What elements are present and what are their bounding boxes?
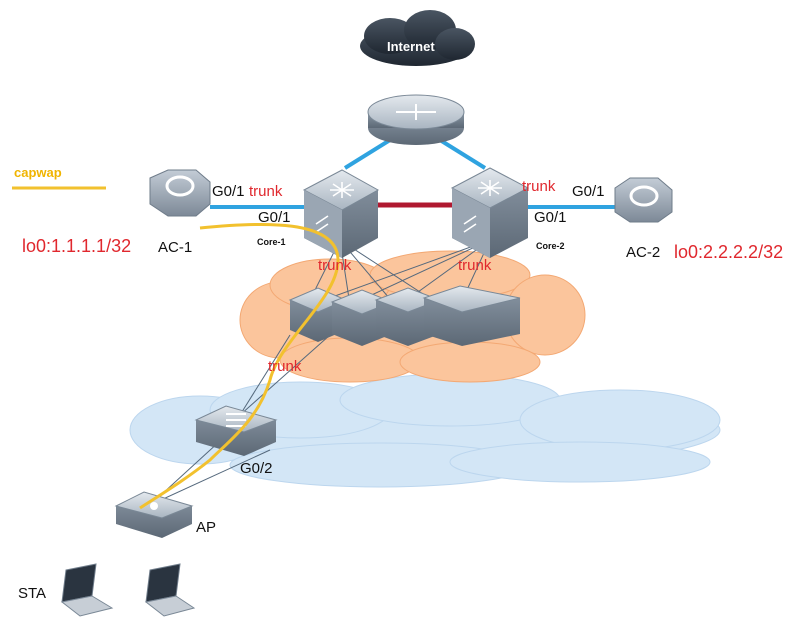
trunk-core1-down-label: trunk [318, 257, 352, 274]
ac2-port-label: G0/1 [572, 183, 605, 200]
ac1-label: AC-1 [158, 239, 193, 256]
trunk-agg-access-label: trunk [268, 358, 302, 375]
capwap-legend-label: capwap [14, 165, 62, 180]
core1-switch-icon [302, 169, 380, 258]
sta-laptop-icon-1 [60, 563, 114, 617]
sta-laptop-icon-2 [144, 563, 196, 617]
internet-label: Internet [387, 39, 435, 54]
ap-icon [114, 491, 194, 538]
aggregation-switches-icon [288, 285, 521, 346]
core2-switch-icon [450, 167, 530, 258]
sta-label: STA [18, 585, 47, 602]
capwap-tunnel [139, 222, 340, 510]
ac2-controller-icon [614, 177, 673, 223]
ac1-port-label: G0/1 [212, 183, 245, 200]
core2-port-label: G0/1 [534, 209, 567, 226]
access-port-label: G0/2 [240, 460, 273, 477]
trunk-core2-ac2-label: trunk [522, 178, 556, 195]
trunk-core2-down-label: trunk [458, 257, 492, 274]
core1-label: Core-1 [257, 237, 286, 247]
core2-label: Core-2 [536, 241, 565, 251]
ac1-controller-icon [149, 169, 211, 217]
ac1-loopback-label: lo0:1.1.1.1/32 [22, 236, 132, 256]
ac2-label: AC-2 [626, 244, 661, 261]
blue-links [210, 138, 615, 209]
access-switch-icon [194, 405, 278, 456]
router-icon [367, 94, 465, 145]
core1-port-label: G0/1 [258, 209, 291, 226]
trunk-ac1-core1-label: trunk [249, 183, 283, 200]
access-cloud [129, 373, 721, 488]
internet-cloud [360, 10, 475, 66]
ap-label: AP [196, 519, 217, 536]
ac2-loopback-label: lo0:2.2.2.2/32 [674, 242, 784, 262]
